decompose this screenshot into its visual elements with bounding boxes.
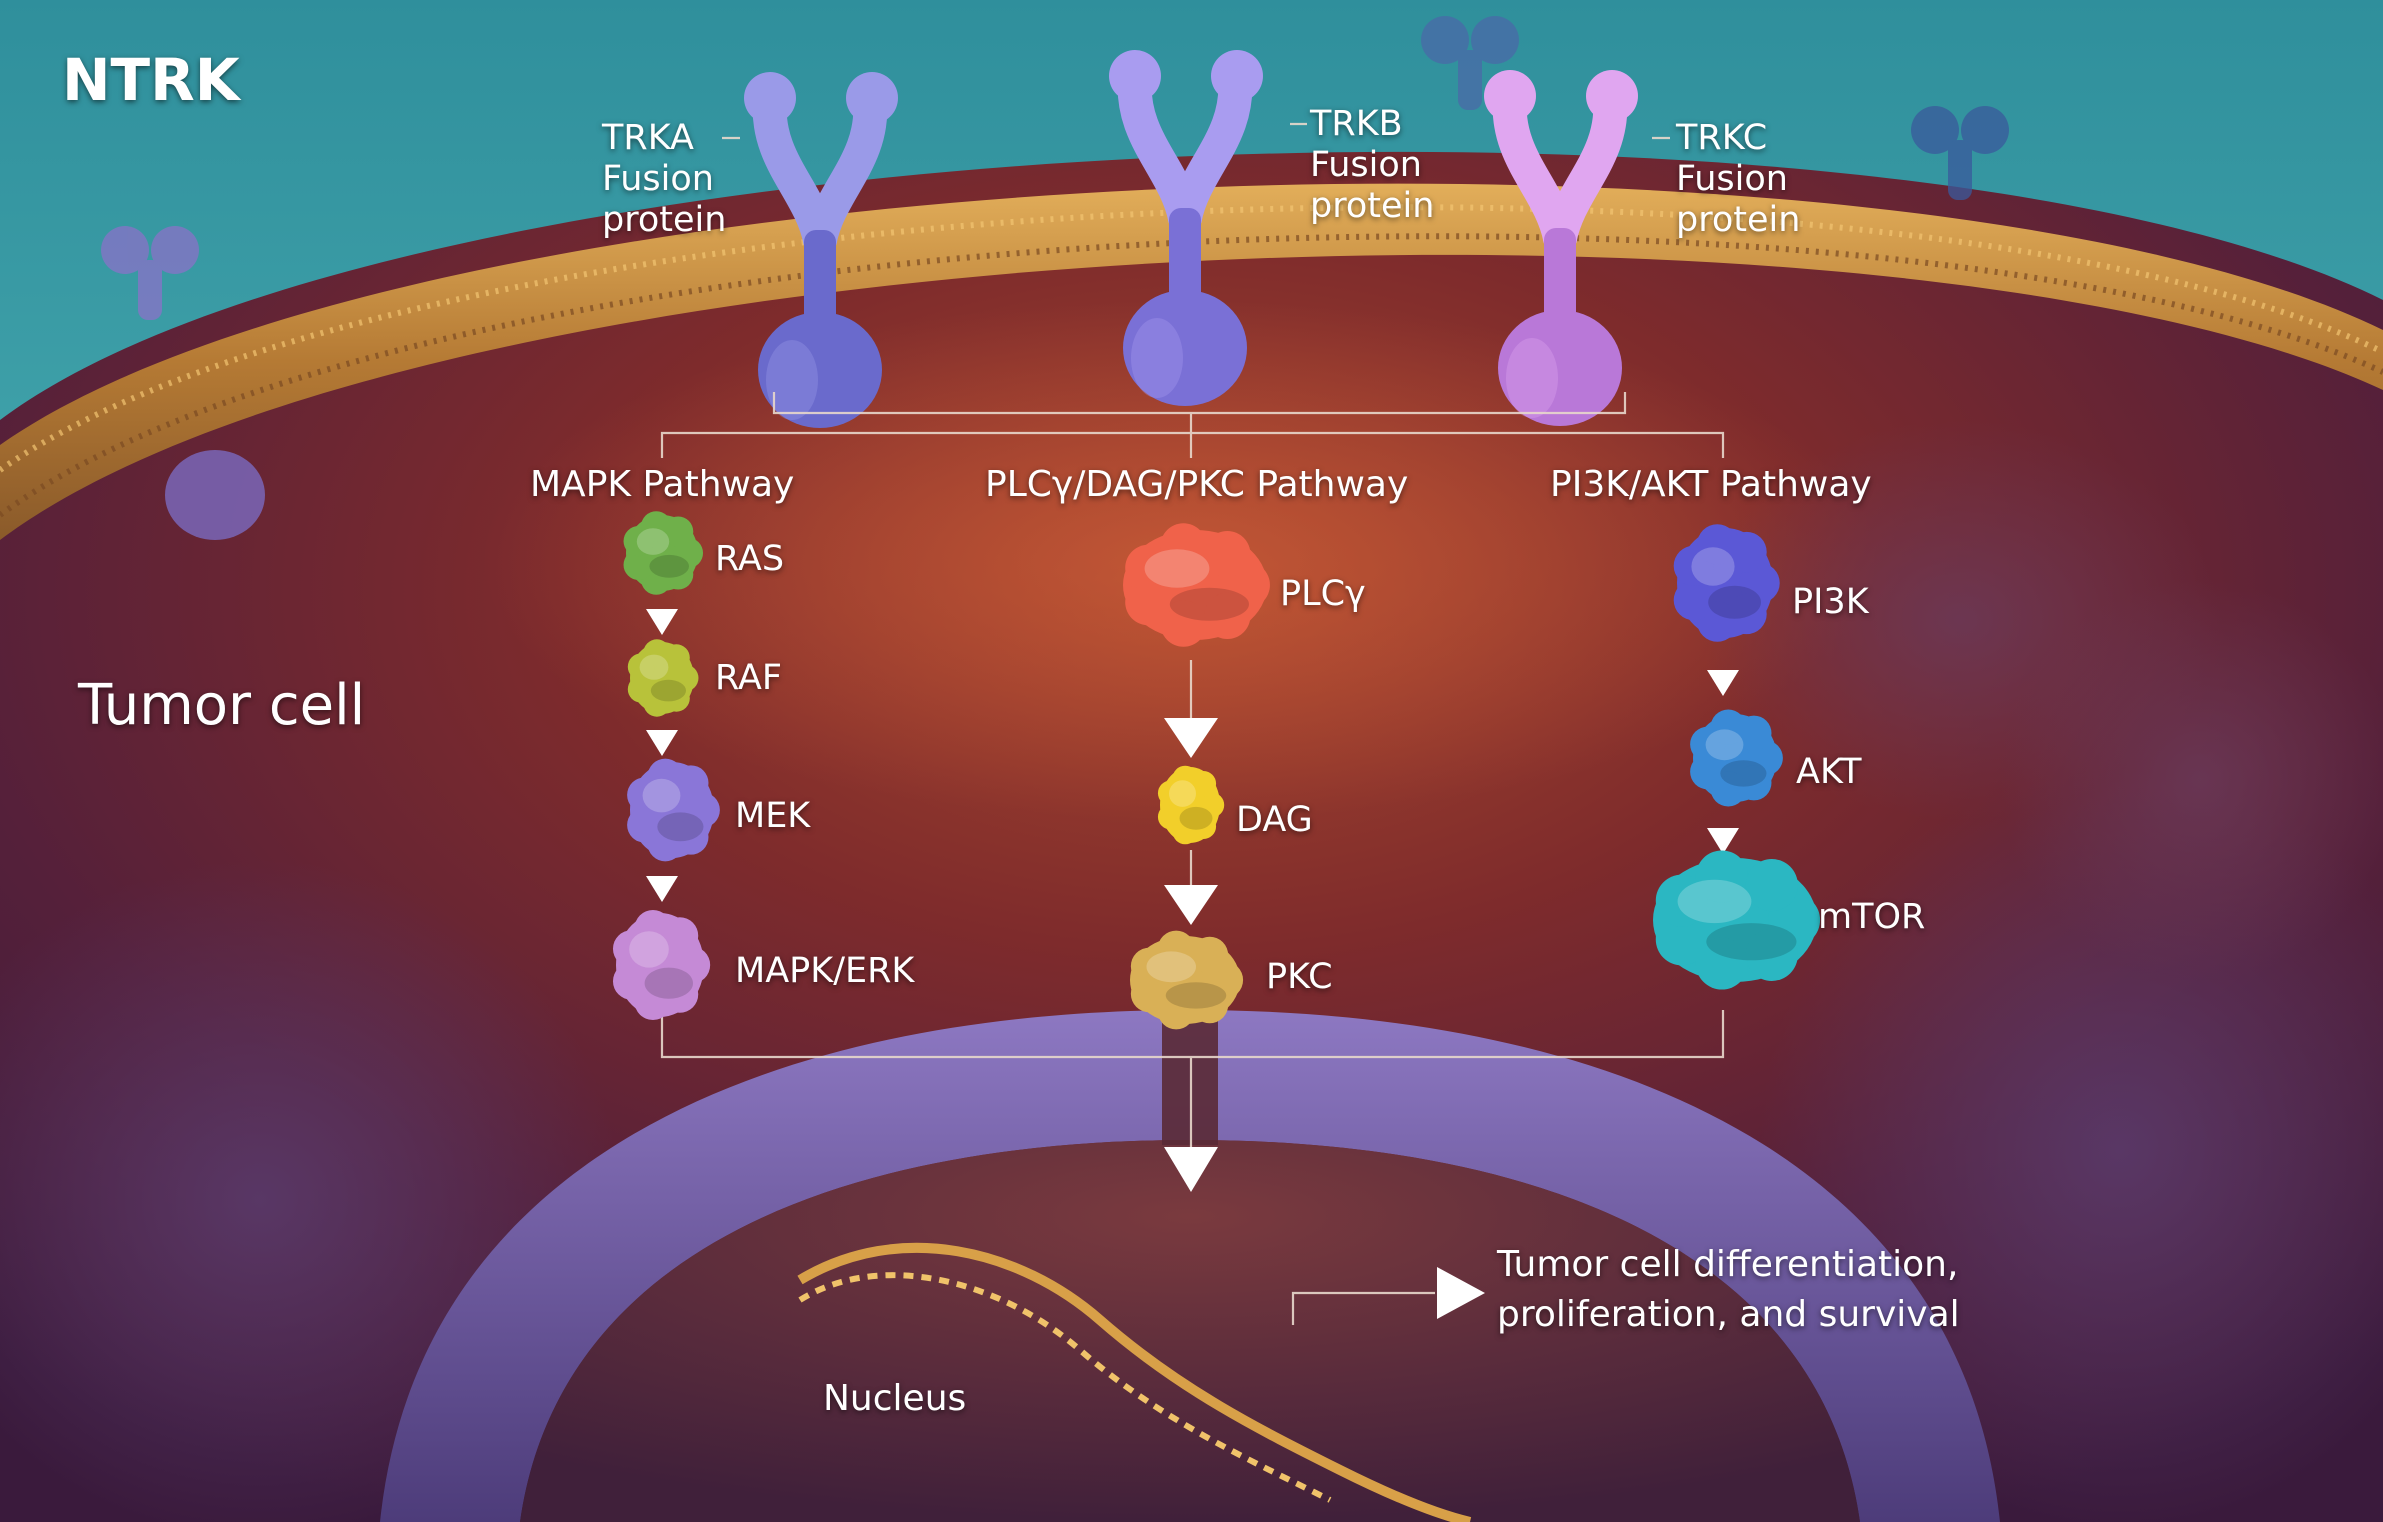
molecule-label-pi3k: PI3K	[1792, 582, 1869, 622]
background-receptor-icon	[165, 450, 265, 540]
raf-protein-icon	[627, 639, 699, 717]
background-receptor-icon	[1911, 106, 2009, 200]
arrow-plcg-dag	[1164, 718, 1218, 758]
arrow-to-nucleus	[1164, 1147, 1218, 1192]
arrow-dag-pkc	[1164, 885, 1218, 925]
ras-protein-icon	[623, 511, 704, 595]
receptor-label-trka: TRKA Fusion protein	[602, 118, 727, 240]
page-title: NTRK	[62, 46, 240, 114]
receptor-bracket	[772, 392, 1627, 415]
arrow-to-outcome	[1437, 1267, 1485, 1319]
arrow-ras-raf	[646, 609, 678, 635]
receptor-label-trkc: TRKC Fusion protein	[1676, 118, 1801, 240]
molecule-label-pkc: PKC	[1266, 957, 1333, 997]
background-receptor-icon	[1421, 16, 1519, 110]
akt-protein-icon	[1690, 709, 1783, 807]
molecule-label-raf: RAF	[715, 658, 782, 698]
mapk-erk-protein-icon	[612, 910, 711, 1020]
receptor-layer	[101, 16, 2009, 540]
dag-molecule-icon	[1157, 765, 1225, 845]
pkc-protein-icon	[1130, 930, 1244, 1030]
molecule-layer	[612, 511, 1821, 1030]
pathway-title-plcg: PLCγ/DAG/PKC Pathway	[985, 464, 1409, 505]
mek-protein-icon	[627, 758, 720, 862]
mtor-protein-icon	[1653, 850, 1821, 990]
arrow-mek-mapk	[646, 876, 678, 902]
molecule-label-mek: MEK	[735, 796, 811, 836]
arrow-akt-mtor	[1707, 828, 1739, 854]
molecule-label-plcg: PLCγ	[1280, 574, 1366, 614]
plcg-protein-icon	[1123, 523, 1270, 647]
pathway-title-mapk: MAPK Pathway	[530, 464, 795, 505]
pi3k-protein-icon	[1673, 524, 1780, 642]
pathway-title-pi3k: PI3K/AKT Pathway	[1550, 464, 1872, 505]
arrow-raf-mek	[646, 730, 678, 756]
outcome-connector	[1291, 1291, 1435, 1325]
molecule-label-mtor: mTOR	[1818, 897, 1926, 937]
molecule-label-akt: AKT	[1796, 752, 1862, 792]
arrows	[646, 609, 1739, 1319]
molecule-label-mapk-erk: MAPK/ERK	[735, 951, 915, 991]
tumor-cell-label: Tumor cell	[78, 673, 366, 738]
connector-lines	[660, 122, 1725, 1325]
receptor-trka-icon	[744, 72, 898, 428]
nucleus-label: Nucleus	[823, 1378, 967, 1419]
molecule-label-dag: DAG	[1236, 800, 1313, 840]
pathway-bottom-bracket	[660, 1010, 1725, 1059]
nucleus-interior	[520, 1140, 1860, 1522]
arrow-pi3k-akt	[1707, 670, 1739, 696]
background-receptor-icon	[101, 226, 199, 320]
pathway-top-bracket	[660, 431, 1725, 458]
molecule-label-ras: RAS	[715, 539, 785, 579]
receptor-trkb-icon	[1109, 50, 1263, 406]
receptor-label-trkb: TRKB Fusion protein	[1310, 104, 1435, 226]
receptor-trkc-icon	[1484, 70, 1638, 426]
dna-strand	[797, 1242, 1472, 1522]
nuclear-membrane	[380, 1010, 2000, 1522]
outcome-label: Tumor cell differentiation, proliferatio…	[1497, 1244, 1960, 1335]
